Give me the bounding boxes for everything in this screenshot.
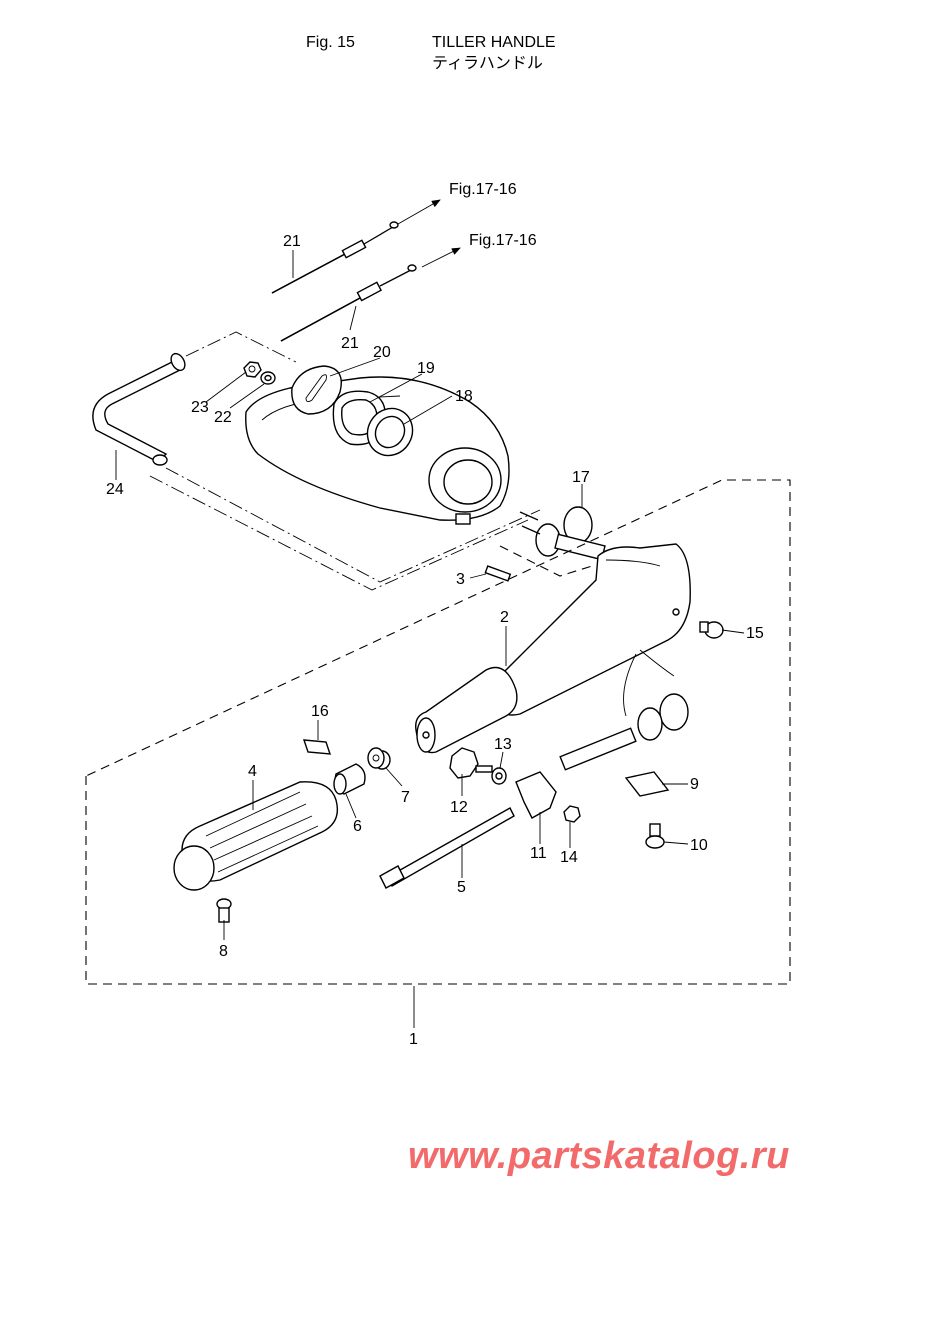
- callout-1[interactable]: 1: [409, 1031, 418, 1048]
- fig-ref-a[interactable]: Fig.17-16: [449, 181, 517, 198]
- callout-9[interactable]: 9: [690, 776, 699, 793]
- washer-part-13[interactable]: [491, 767, 507, 785]
- assembly-line-cowling: [165, 467, 541, 583]
- figure-title: TILLER HANDLE: [432, 34, 556, 51]
- assembly-line-hose: [185, 331, 297, 363]
- assembly-dash-link: [499, 545, 593, 577]
- figure-title-japanese: ティラハンドル: [432, 53, 543, 72]
- callout-13[interactable]: 13: [494, 736, 512, 753]
- tiller-arm-part-2[interactable]: [415, 543, 691, 754]
- callout-22[interactable]: 22: [214, 409, 232, 426]
- washer-part-22[interactable]: [260, 371, 276, 385]
- watermark-url: www.partskatalog.ru: [408, 1135, 790, 1177]
- callout-24[interactable]: 24: [106, 481, 124, 498]
- cable-part-21-lower[interactable]: [280, 264, 417, 342]
- grip-part-4[interactable]: [173, 781, 339, 891]
- callout-10[interactable]: 10: [690, 837, 708, 854]
- callout-18[interactable]: 18: [455, 388, 473, 405]
- callout-11[interactable]: 11: [530, 845, 547, 862]
- callout-23[interactable]: 23: [191, 399, 209, 416]
- callout-19[interactable]: 19: [417, 360, 435, 377]
- friction-knob-part-12[interactable]: [449, 747, 493, 779]
- nut-part-14[interactable]: [563, 805, 581, 823]
- callout-12[interactable]: 12: [450, 799, 468, 816]
- callout-6[interactable]: 6: [353, 818, 362, 835]
- ref-arrow-a: [397, 199, 441, 225]
- callout-21-upper[interactable]: 21: [283, 233, 301, 250]
- callout-16[interactable]: 16: [311, 703, 329, 720]
- callout-15[interactable]: 15: [746, 625, 764, 642]
- hose-part-24[interactable]: [92, 357, 185, 463]
- callout-21-lower[interactable]: 21: [341, 335, 359, 352]
- nut-part-23[interactable]: [243, 361, 262, 378]
- fig-ref-b[interactable]: Fig.17-16: [469, 232, 537, 249]
- callout-2[interactable]: 2: [500, 609, 509, 626]
- callout-8[interactable]: 8: [219, 943, 228, 960]
- bracket-part-11[interactable]: [515, 771, 557, 819]
- callout-14[interactable]: 14: [560, 849, 578, 866]
- bushing-part-7[interactable]: [367, 747, 391, 770]
- label-part-16[interactable]: [302, 739, 332, 755]
- cable-part-21-upper[interactable]: [271, 221, 399, 294]
- callout-3[interactable]: 3: [456, 571, 465, 588]
- assembly-line-cowling-2: [149, 475, 529, 591]
- shift-rod-part-5[interactable]: [379, 807, 515, 889]
- figure-number: Fig. 15: [306, 34, 355, 51]
- leader-lines: [115, 250, 745, 1028]
- callout-4[interactable]: 4: [248, 763, 257, 780]
- screw-part-10[interactable]: [645, 823, 665, 849]
- seal-part-18[interactable]: [359, 400, 421, 464]
- screw-part-8[interactable]: [216, 898, 232, 923]
- plug-part-15[interactable]: [699, 621, 724, 639]
- pivot-shaft-part-17[interactable]: [519, 506, 606, 561]
- collar-part-6[interactable]: [333, 763, 366, 795]
- callout-5[interactable]: 5: [457, 879, 466, 896]
- plate-part-9[interactable]: [624, 771, 670, 797]
- ref-arrow-b: [421, 247, 461, 268]
- callout-20[interactable]: 20: [373, 344, 391, 361]
- plate-part-20[interactable]: [291, 365, 342, 415]
- stud-part-3[interactable]: [484, 565, 512, 582]
- stop-switch-assembly: [559, 649, 689, 771]
- callout-7[interactable]: 7: [401, 789, 410, 806]
- callout-17[interactable]: 17: [572, 469, 590, 486]
- assembly-boundary-part-1: [85, 479, 791, 985]
